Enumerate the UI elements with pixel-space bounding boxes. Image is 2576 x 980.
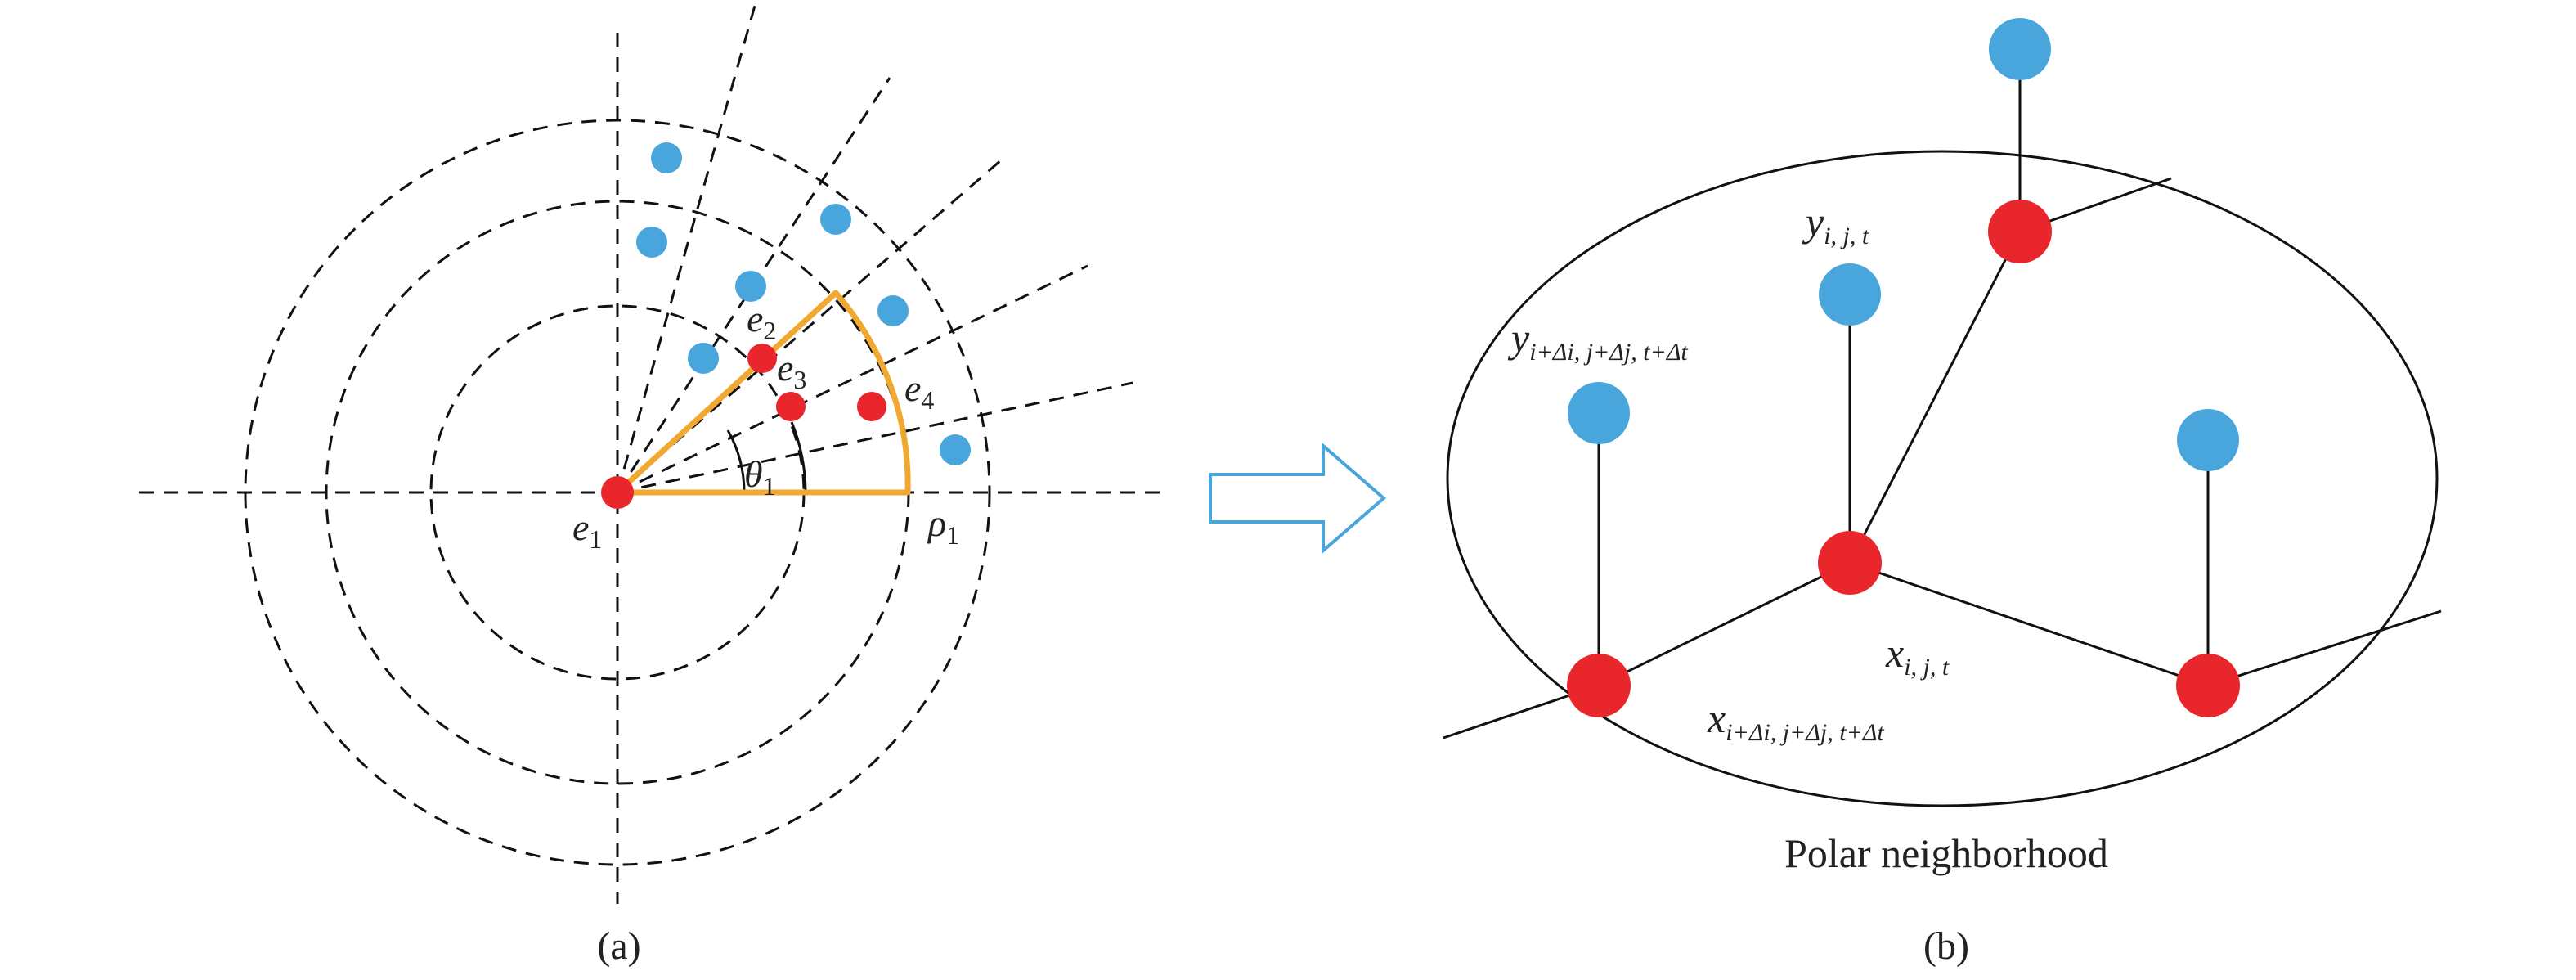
red-node-right bbox=[2176, 654, 2240, 717]
label-e1: e1 bbox=[572, 506, 602, 554]
label-y-ijt: yi, j, t bbox=[1802, 199, 1869, 249]
dashed-ray-1 bbox=[616, 0, 758, 493]
label-e2: e2 bbox=[747, 298, 776, 345]
red-point-e1 bbox=[601, 476, 634, 509]
label-rho1-base: ρ bbox=[927, 502, 946, 544]
red-point-e3 bbox=[776, 392, 806, 421]
label-y-ijt-sub: i, j, t bbox=[1824, 223, 1869, 249]
edge-center-left bbox=[1598, 561, 1851, 687]
label-x-neighbor-base: x bbox=[1707, 695, 1726, 741]
blue-node-center bbox=[1819, 263, 1881, 326]
red-point-e2 bbox=[747, 344, 777, 373]
blue-point bbox=[688, 343, 719, 374]
blue-node-right bbox=[2177, 409, 2239, 471]
label-rho1-sub: 1 bbox=[946, 520, 959, 550]
label-e3-base: e bbox=[777, 347, 793, 389]
label-y-neighbor-sub: i+Δi, j+Δj, t+Δt bbox=[1529, 339, 1688, 366]
label-x-neighbor: xi+Δi, j+Δj, t+Δt bbox=[1707, 695, 1884, 746]
label-e3: e3 bbox=[777, 347, 806, 394]
red-node-top bbox=[1988, 200, 2052, 263]
label-e2-sub: 2 bbox=[763, 316, 776, 345]
panel-b-title: Polar neighborhood bbox=[1784, 830, 2108, 876]
caption-a: (a) bbox=[597, 924, 640, 968]
caption-b: (b) bbox=[1923, 924, 1969, 968]
red-node-left bbox=[1567, 654, 1631, 717]
edge-right-outward bbox=[2207, 609, 2442, 687]
label-theta1: θ1 bbox=[744, 453, 776, 501]
label-y-ijt-base: y bbox=[1802, 199, 1824, 245]
blue-point bbox=[940, 434, 971, 465]
edge-center-right bbox=[1849, 561, 2209, 687]
label-e2-base: e bbox=[747, 298, 763, 339]
label-e1-base: e bbox=[572, 506, 589, 548]
blue-point bbox=[735, 271, 766, 302]
label-e3-sub: 3 bbox=[793, 365, 806, 394]
blue-node-top bbox=[1989, 18, 2051, 80]
red-point-e4 bbox=[857, 392, 886, 421]
label-x-ijt: xi, j, t bbox=[1885, 630, 1950, 681]
label-e1-sub: 1 bbox=[589, 524, 602, 554]
highlighted-sector bbox=[614, 290, 911, 496]
edge-center-top bbox=[1848, 231, 2022, 564]
label-e4-sub: 4 bbox=[921, 385, 934, 415]
label-theta1-sub: 1 bbox=[763, 471, 776, 501]
label-e4: e4 bbox=[904, 367, 934, 415]
neighborhood-ellipse bbox=[1446, 150, 2439, 807]
blue-node-left bbox=[1568, 382, 1630, 444]
label-x-ijt-base: x bbox=[1885, 630, 1904, 676]
label-x-neighbor-sub: i+Δi, j+Δj, t+Δt bbox=[1726, 719, 1884, 746]
label-theta1-base: θ bbox=[744, 453, 763, 495]
label-y-neighbor: yi+Δi, j+Δj, t+Δt bbox=[1507, 315, 1688, 366]
label-x-ijt-sub: i, j, t bbox=[1904, 654, 1950, 681]
theta-arc-outer bbox=[790, 421, 807, 493]
arrow-right-outline-icon bbox=[1209, 442, 1387, 555]
blue-point bbox=[877, 295, 909, 326]
blue-point bbox=[820, 204, 851, 235]
red-node-center bbox=[1818, 531, 1882, 595]
label-y-neighbor-base: y bbox=[1507, 315, 1530, 361]
blue-point bbox=[636, 227, 667, 258]
dashed-ray-5 bbox=[617, 381, 1133, 494]
theta-arc-inner bbox=[726, 429, 746, 493]
label-rho1: ρ1 bbox=[927, 502, 959, 550]
blue-point bbox=[651, 142, 682, 173]
label-e4-base: e bbox=[904, 367, 921, 409]
dashed-ray-4 bbox=[617, 264, 1088, 494]
panel-b: yi, j, t yi+Δi, j+Δj, t+Δt xi, j, t xi+Δ… bbox=[1443, 18, 2442, 968]
panel-a: e1 e2 e3 e4 θ1 ρ1 (a) bbox=[139, 0, 1169, 968]
